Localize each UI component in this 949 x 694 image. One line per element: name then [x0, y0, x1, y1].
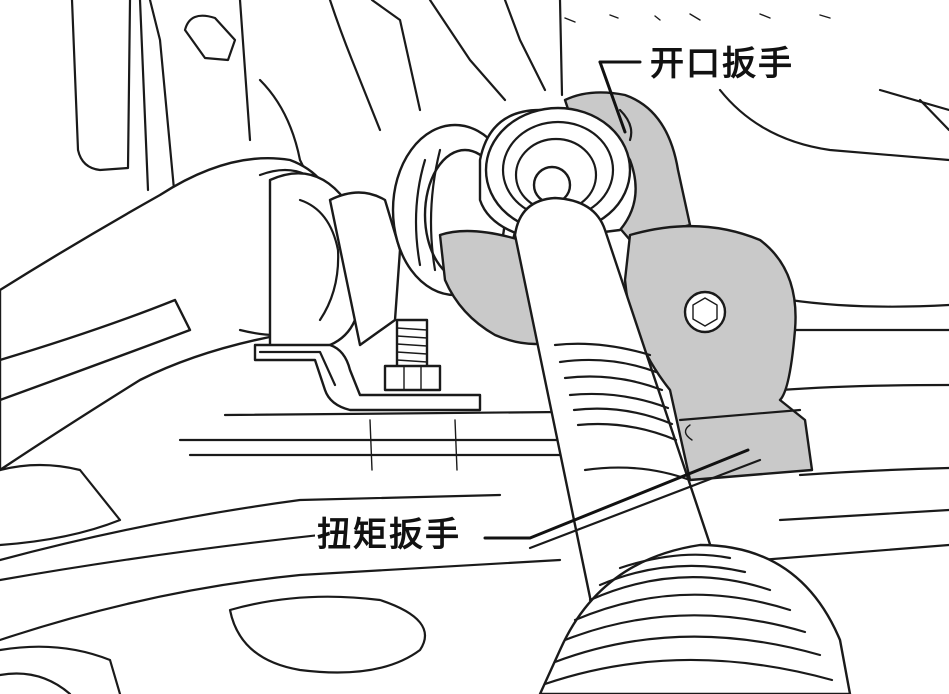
- subframe-lines: [0, 298, 949, 694]
- torque-wrench-leader: [483, 448, 750, 540]
- bracket-bolt: [383, 318, 442, 392]
- torque-wrench-label: 扭矩扳手: [315, 515, 463, 555]
- leader-lines: [483, 60, 762, 550]
- open-end-wrench-leader: [598, 60, 627, 134]
- torque-wrench-grip: [538, 543, 852, 694]
- open-end-wrench-label: 开口扳手: [648, 44, 796, 84]
- background-structure: [70, 0, 949, 202]
- torque-wrench-head: [478, 106, 637, 242]
- bushing-bracket: [253, 172, 482, 412]
